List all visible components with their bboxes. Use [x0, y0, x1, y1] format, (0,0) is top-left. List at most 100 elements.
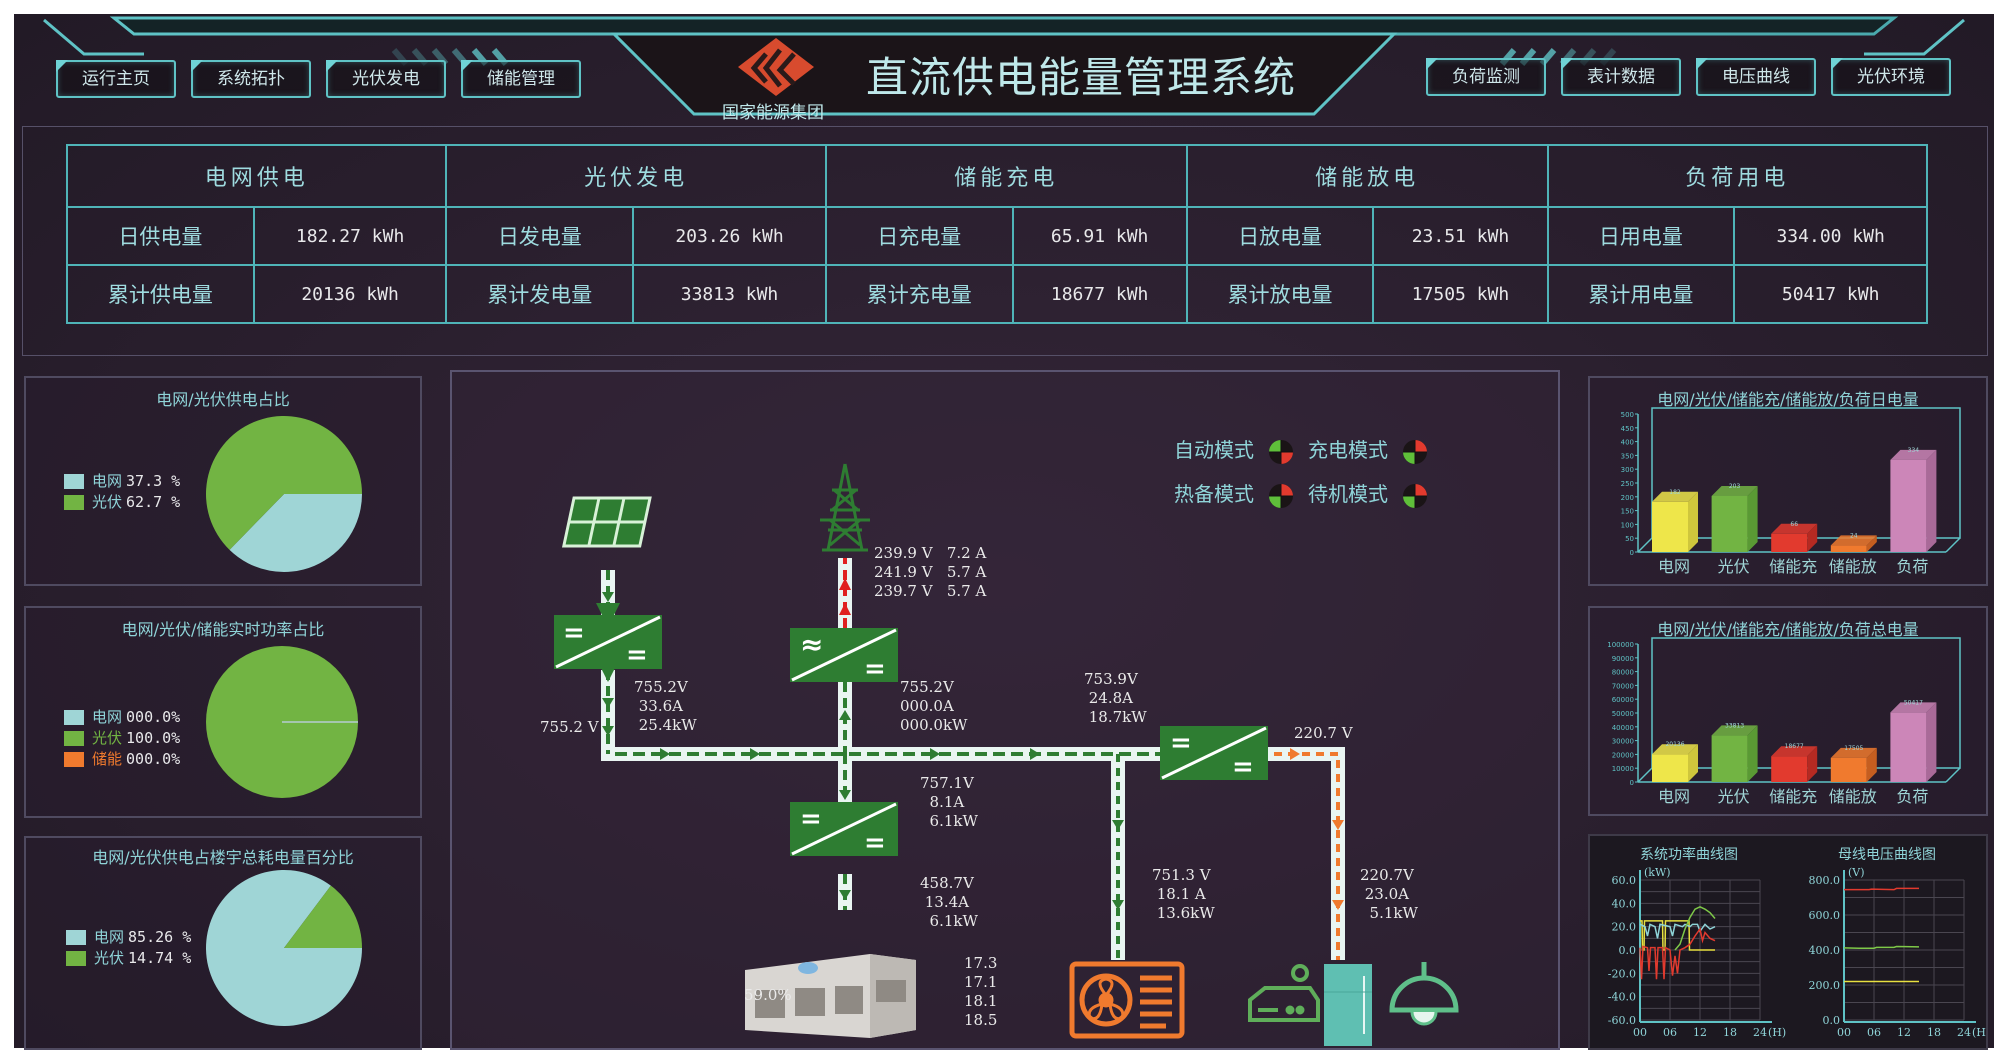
- daily-value: 182.27 kWh: [252, 206, 448, 266]
- y-tick-label: 50: [1625, 535, 1634, 543]
- pie-slice-光伏: [206, 416, 362, 550]
- x-tick-label: 06: [1867, 1026, 1881, 1039]
- bar-side: [1926, 449, 1937, 552]
- y-tick-label: 500: [1621, 411, 1634, 419]
- group-title: 储能放电: [1185, 144, 1549, 208]
- dashboard-screen: 直流供电能量管理系统 国家能源集团 运行主页 系统拓扑 光伏发电 储能管理 负荷…: [14, 14, 1994, 1050]
- pv-dcdc-converter-icon: [554, 615, 662, 669]
- mode-auto[interactable]: 自动模式: [1174, 434, 1294, 465]
- x-tick-label: 光伏: [1718, 557, 1750, 576]
- total-label: 累计供电量: [66, 264, 255, 324]
- legend-swatch: [66, 951, 86, 966]
- nav-pv-environment[interactable]: 光伏环境: [1831, 58, 1951, 96]
- ceiling-lamp-icon: [1389, 962, 1459, 1026]
- bar-value-label: 182: [1669, 489, 1681, 496]
- summary-daily-row: 日供电量 182.27 kWh 日发电量 203.26 kWh 日充电量 65.…: [66, 206, 1928, 266]
- group-title: 电网供电: [65, 144, 448, 208]
- total-label: 累计放电量: [1185, 264, 1375, 324]
- bar-top: [1652, 491, 1698, 502]
- x-tick-label: 储能充: [1769, 557, 1817, 576]
- bar-top: [1771, 523, 1818, 534]
- nav-run-home[interactable]: 运行主页: [56, 60, 176, 98]
- series-line-green: [1843, 945, 1920, 949]
- storage-converter-in-symbol: =: [800, 804, 822, 834]
- bar-负荷: [1890, 459, 1927, 552]
- chart-title: 电网/光伏/储能充/储能放/负荷总电量: [1657, 620, 1919, 639]
- bar-储能放: [1830, 757, 1867, 782]
- storage-hv-readout: 757.1V 8.1A 6.1kW: [920, 774, 978, 830]
- bar-光伏: [1711, 495, 1748, 552]
- y-tick-label: 400.0: [1809, 944, 1841, 957]
- bar-side: [1688, 744, 1698, 782]
- bar-top: [1830, 535, 1877, 546]
- topology-panel: [450, 370, 1560, 1050]
- mode-label: 热备模式: [1174, 482, 1254, 506]
- grid-acdc-converter-icon: [790, 628, 898, 682]
- daily-label: 日发电量: [445, 206, 635, 266]
- x-axis-label: (H): [1972, 1026, 1986, 1039]
- y-tick-label: 30000: [1612, 738, 1634, 746]
- bar-top: [1890, 449, 1937, 460]
- mode-hot-standby[interactable]: 热备模式: [1174, 478, 1294, 509]
- total-label: 累计发电量: [445, 264, 635, 324]
- chart-title: 系统功率曲线图: [1640, 847, 1738, 863]
- bar-储能放: [1830, 545, 1867, 552]
- pv-bus-voltage: 755.2 V: [540, 718, 599, 736]
- legend-swatch: [64, 752, 84, 767]
- total-value: 33813 kWh: [632, 264, 827, 324]
- bar-value-label: 66: [1790, 521, 1798, 528]
- total-label: 累计充电量: [824, 264, 1014, 324]
- y-tick-label: 40000: [1612, 724, 1634, 732]
- y-tick-label: 0.0: [1619, 944, 1637, 957]
- bar-side: [1926, 702, 1937, 782]
- mode-standby[interactable]: 待机模式: [1308, 478, 1428, 509]
- x-tick-label: 储能放: [1829, 787, 1877, 806]
- x-tick-label: 24: [1753, 1026, 1767, 1039]
- x-axis-label: (H): [1768, 1026, 1786, 1039]
- nav-voltage-curve[interactable]: 电压曲线: [1696, 58, 1816, 96]
- nav-pv-generation[interactable]: 光伏发电: [326, 60, 446, 98]
- x-tick-label: 电网: [1658, 787, 1690, 806]
- bar-side: [1747, 485, 1758, 552]
- air-conditioner-icon: [1069, 961, 1185, 1039]
- x-tick-label: 储能放: [1829, 557, 1877, 576]
- chart-title: 母线电压曲线图: [1838, 847, 1936, 863]
- bar-top: [1652, 744, 1698, 755]
- x-tick-label: 光伏: [1718, 787, 1750, 806]
- bar-value-label: 33813: [1725, 722, 1744, 729]
- y-tick-label: 20.0: [1612, 921, 1637, 934]
- grid-ac-readout: 239.9 V 7.2 A 241.9 V 5.7 A 239.7 V 5.7 …: [874, 544, 987, 600]
- status-lamp-icon: [1269, 483, 1294, 508]
- daily-label: 日用电量: [1546, 206, 1736, 266]
- nav-meter-data[interactable]: 表计数据: [1561, 58, 1681, 96]
- y-tick-label: 0: [1630, 549, 1634, 557]
- bar-top: [1830, 747, 1877, 758]
- grid-dc-readout: 755.2V 000.0A 000.0kW: [900, 678, 968, 734]
- nav-storage-management[interactable]: 储能管理: [461, 60, 581, 98]
- mode-label: 待机模式: [1308, 482, 1388, 506]
- legend-swatch: [64, 474, 84, 489]
- chart-title: 电网/光伏供电占楼宇总耗电量百分比: [92, 848, 354, 867]
- y-tick-label: 600.0: [1809, 909, 1841, 922]
- refrigerator-icon: [1324, 964, 1372, 1046]
- company-logo-icon: [738, 38, 814, 96]
- nav-system-topology[interactable]: 系统拓扑: [191, 60, 311, 98]
- solar-panel-icon: [561, 496, 652, 548]
- bar-value-label: 334: [1908, 447, 1920, 454]
- y-tick-label: 10000: [1612, 765, 1634, 773]
- y-tick-label: -40.0: [1608, 991, 1636, 1004]
- bar-电网: [1652, 754, 1688, 782]
- pie-chart: [206, 646, 358, 798]
- mode-charge[interactable]: 充电模式: [1308, 434, 1428, 465]
- y-axis-label: (kW): [1644, 866, 1671, 879]
- x-tick-label: 00: [1633, 1026, 1647, 1039]
- nav-load-monitoring[interactable]: 负荷监测: [1426, 58, 1546, 96]
